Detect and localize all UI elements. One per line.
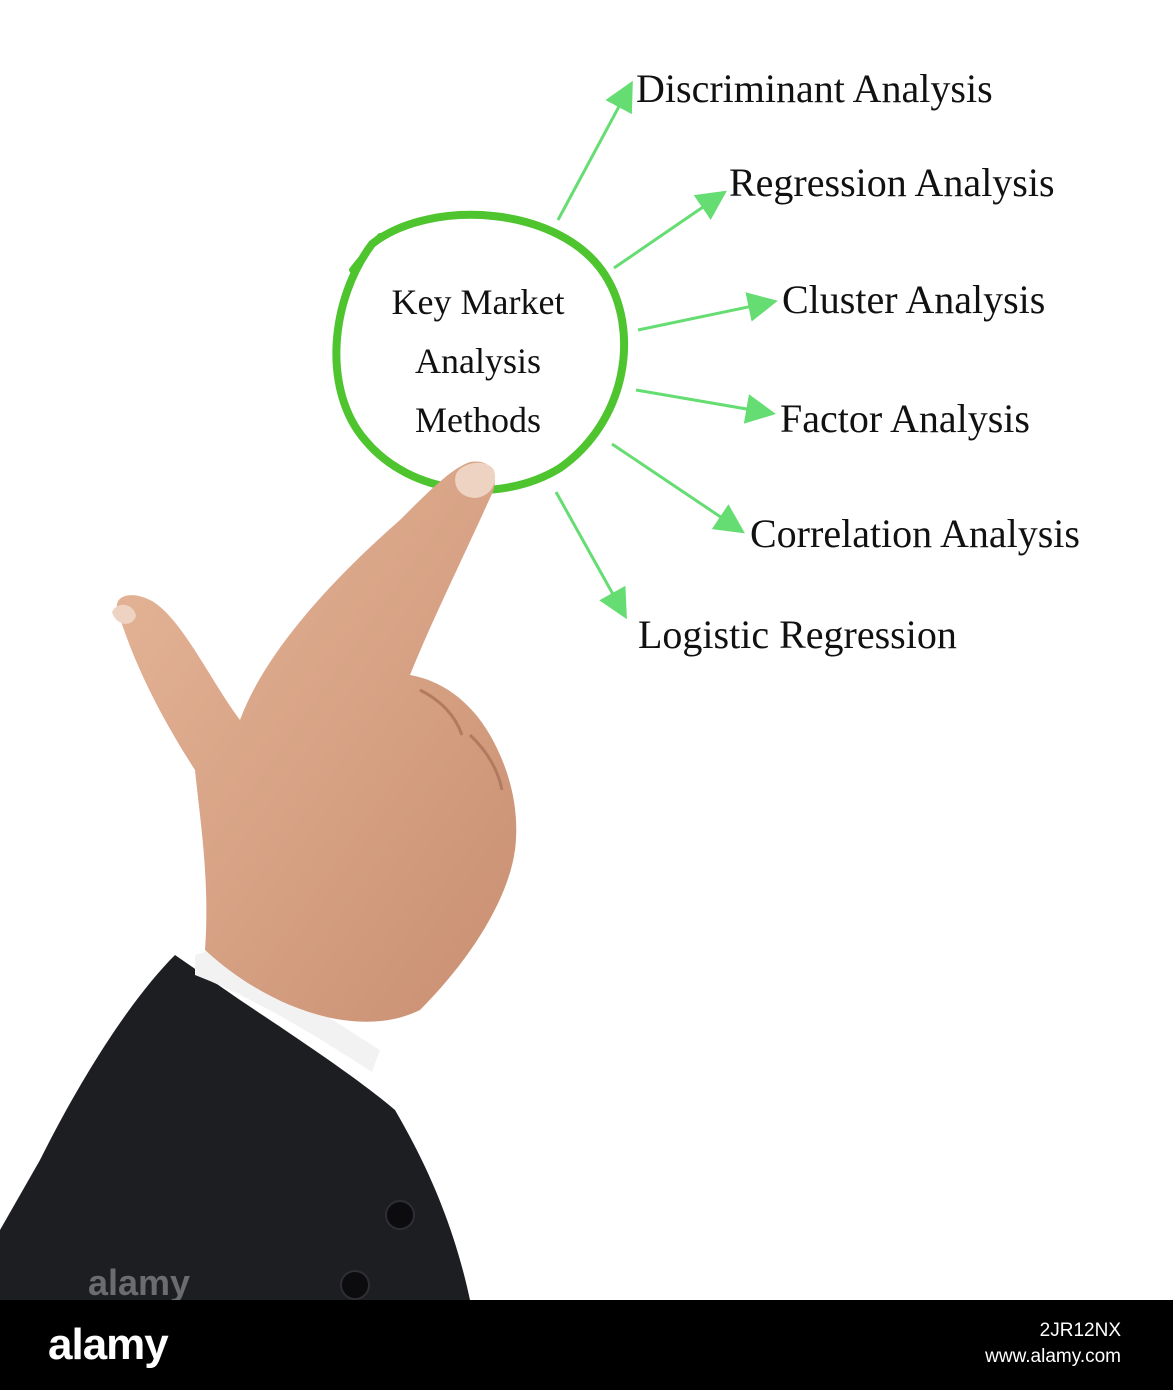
arrow-regression <box>613 190 727 270</box>
thumb-nail <box>112 604 136 624</box>
method-label-factor: Factor Analysis <box>780 396 1030 441</box>
method-label-regression: Regression Analysis <box>729 160 1055 205</box>
method-label-logistic: Logistic Regression <box>638 612 957 657</box>
arrows <box>554 80 778 620</box>
image-id: 2JR12NX <box>1039 1320 1121 1341</box>
knuckle-crease <box>468 733 504 791</box>
arrow-cluster <box>637 292 778 332</box>
site-url: www.alamy.com <box>985 1346 1121 1367</box>
method-label-correlation: Correlation Analysis <box>750 511 1080 556</box>
pointing-hand-illustration <box>0 461 517 1300</box>
knuckle-crease <box>419 688 464 736</box>
arrow-discriminant <box>556 80 633 221</box>
sleeve-button-icon <box>340 1270 370 1300</box>
fingernail <box>455 462 496 498</box>
center-title-line-1: Key Market <box>392 282 565 322</box>
method-label-cluster: Cluster Analysis <box>782 277 1045 322</box>
footer-image-info: 2JR12NX www.alamy.com <box>985 1318 1121 1370</box>
sleeve-button-icon <box>385 1200 415 1230</box>
footer-bar: alamy 2JR12NX www.alamy.com <box>0 1300 1173 1390</box>
suit-sleeve <box>0 955 470 1300</box>
method-label-discriminant: Discriminant Analysis <box>636 66 993 111</box>
center-title-line-2: Analysis <box>415 341 541 381</box>
center-title-line-3: Methods <box>415 400 541 440</box>
watermark-logo: alamy <box>88 1262 191 1303</box>
footer-logo: alamy <box>48 1320 169 1369</box>
shirt-cuff <box>195 948 380 1072</box>
arrow-factor <box>635 388 776 424</box>
arrow-correlation <box>611 442 745 534</box>
center-circle <box>332 210 629 494</box>
hand <box>116 461 517 1022</box>
arrow-logistic <box>554 491 627 620</box>
